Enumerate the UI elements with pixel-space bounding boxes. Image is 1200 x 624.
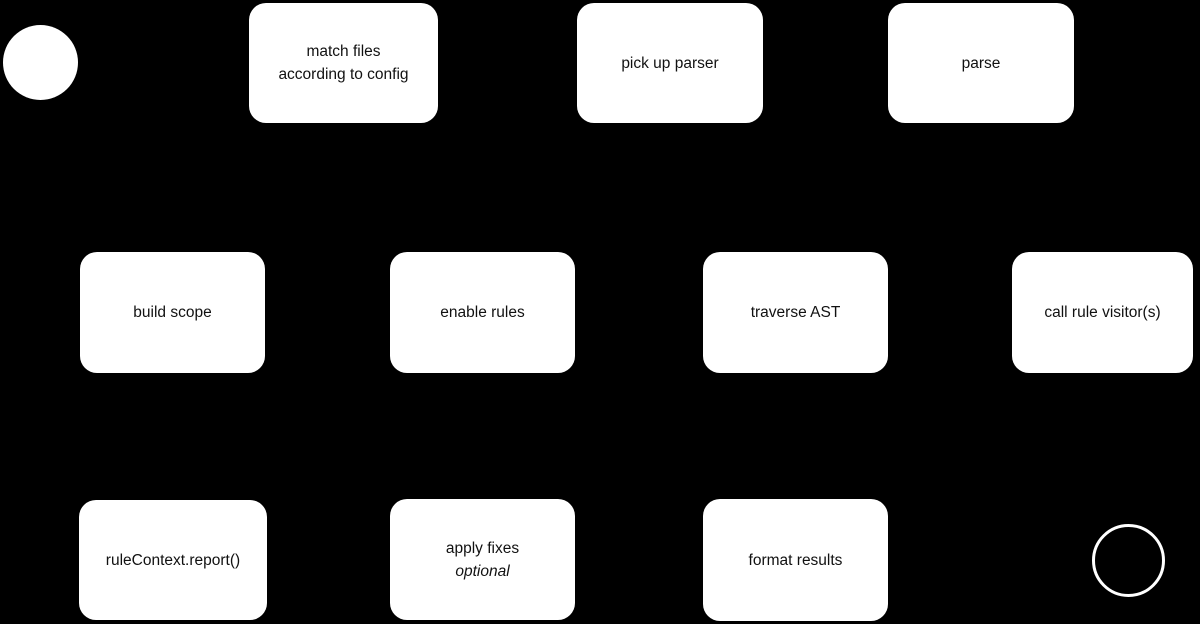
node-label: parse: [961, 54, 1001, 72]
end-node-icon: [1092, 524, 1165, 597]
node-apply-fixes: apply fixes optional: [390, 499, 575, 620]
node-call-rule-visitors: call rule visitor(s): [1012, 252, 1193, 373]
node-build-scope: build scope: [80, 252, 265, 373]
node-label: ruleContext.report(): [105, 551, 241, 569]
node-sublabel-optional: optional: [455, 562, 510, 580]
node-label: format results: [748, 551, 843, 569]
start-node-icon: [3, 25, 78, 100]
node-label: enable rules: [440, 304, 525, 321]
node-label: build scope: [133, 304, 212, 321]
node-label: match files according to config: [278, 43, 409, 83]
node-format-results: format results: [703, 499, 888, 621]
node-rule-context-report: ruleContext.report(): [79, 500, 267, 620]
node-traverse-ast: traverse AST: [703, 252, 888, 373]
node-label: pick up parser: [621, 54, 719, 72]
node-label: call rule visitor(s): [1044, 304, 1161, 321]
node-label: traverse AST: [750, 304, 841, 321]
node-enable-rules: enable rules: [390, 252, 575, 373]
node-pick-up-parser: pick up parser: [577, 3, 763, 123]
node-match-files: match files according to config: [249, 3, 438, 123]
node-parse: parse: [888, 3, 1074, 123]
node-label: apply fixes: [445, 539, 520, 557]
